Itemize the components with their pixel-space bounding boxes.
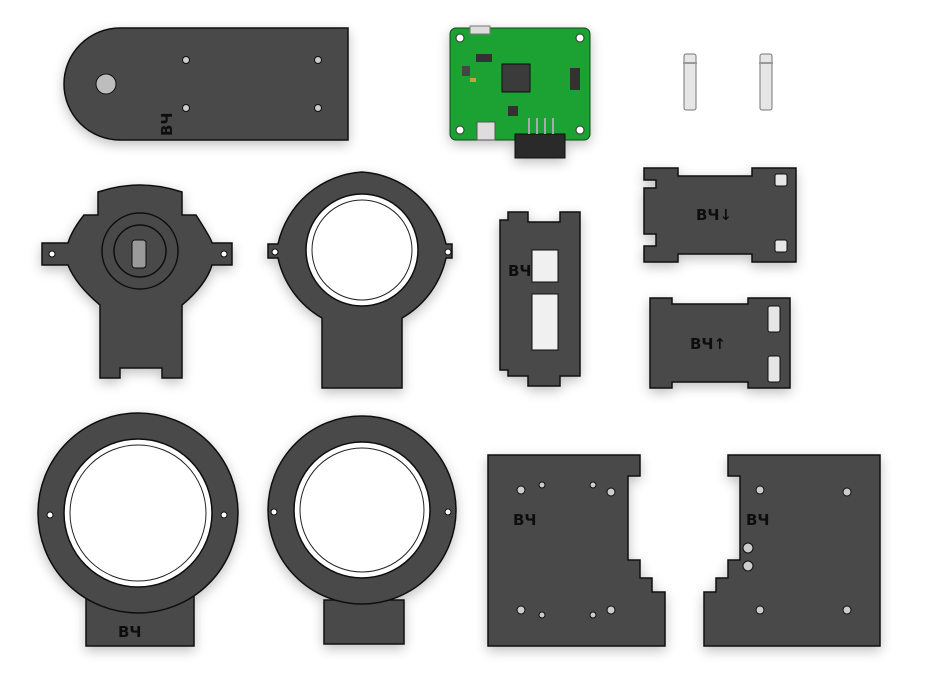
standoff-1	[683, 53, 697, 111]
side-left: ВЧ	[487, 454, 666, 647]
side-right-label: ВЧ	[746, 511, 770, 529]
side-left-label: ВЧ	[513, 511, 537, 529]
ring-large: ВЧ	[37, 412, 239, 647]
top-plate-label: ВЧ	[158, 112, 176, 136]
spacer-down-label: ВЧ↓	[696, 206, 732, 224]
spacer-up-label: ВЧ↑	[690, 335, 726, 353]
standoff-2	[759, 53, 773, 111]
spacer-up: ВЧ↑	[649, 297, 791, 389]
side-right: ВЧ	[703, 454, 881, 647]
motor-mount	[41, 184, 233, 379]
ring-mid	[267, 171, 453, 389]
spacer-down: ВЧ↓	[643, 167, 797, 263]
ring-small	[267, 415, 457, 645]
frame-middle-label: ВЧ	[508, 262, 532, 280]
top-plate: ВЧ	[63, 27, 349, 141]
pcb-board	[449, 25, 591, 159]
ring-large-label: ВЧ	[118, 623, 142, 641]
frame-middle: ВЧ	[499, 211, 581, 387]
